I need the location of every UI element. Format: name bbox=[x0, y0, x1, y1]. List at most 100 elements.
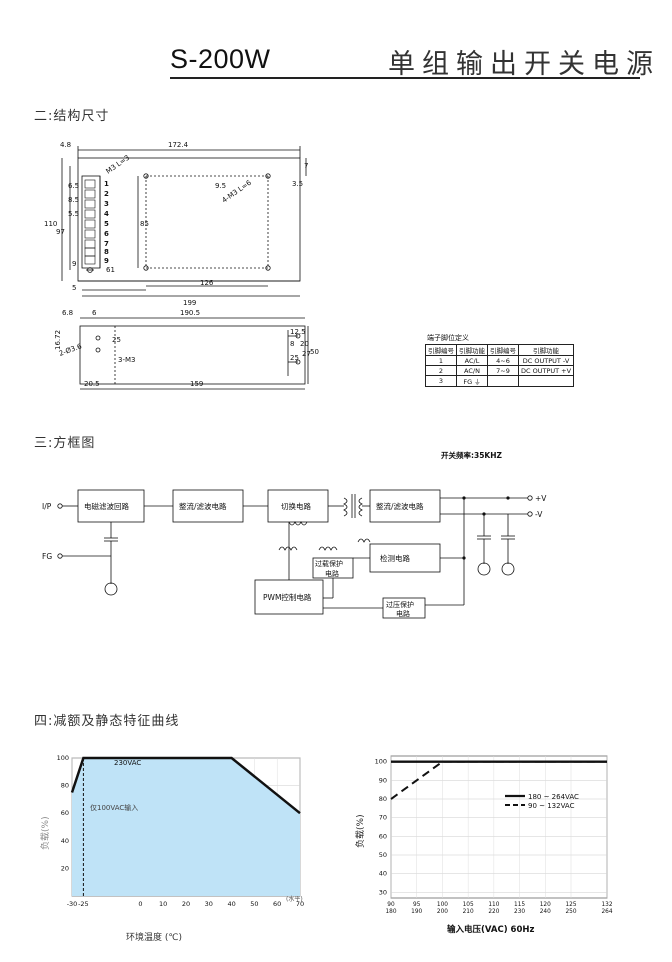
legend-label-solid: 180 ~ 264VAC bbox=[528, 793, 579, 801]
legend-label-dashed: 90 ~ 132VAC bbox=[528, 802, 575, 810]
table-header-cell: 引脚编号 bbox=[487, 344, 519, 356]
dim-m3: M3 L=3 bbox=[105, 154, 132, 176]
table-cell: AC/L bbox=[456, 355, 488, 366]
ovp-label-b: 电路 bbox=[396, 609, 410, 618]
dim-20: 20 bbox=[300, 340, 309, 348]
ocp-label-b: 电路 bbox=[325, 569, 339, 578]
terminal-8: 8 bbox=[104, 248, 109, 256]
dim-6-8: 6.8 bbox=[62, 309, 73, 317]
chart2-y-tick: 80 bbox=[379, 795, 387, 803]
top-view-drawing: 4.8 172.4 7 3.5 6.5 8.5 5.5 9.5 110 97 8… bbox=[44, 141, 308, 307]
chart2-x-tick: 105 bbox=[463, 902, 474, 908]
chart1-x-tick: 0 bbox=[138, 900, 142, 908]
chart1-y-tick: 100 bbox=[57, 754, 69, 762]
chart2-x-tick: 100 bbox=[437, 902, 448, 908]
dim-6-5: 6.5 bbox=[68, 182, 79, 190]
chart1-y-tick: 40 bbox=[61, 837, 69, 845]
chart1-y-tick: 20 bbox=[61, 864, 69, 872]
chart2-x-tick-secondary: 250 bbox=[565, 909, 576, 915]
dim-9: 9 bbox=[72, 260, 76, 268]
chart1-annotation: 仅100VAC输入 bbox=[90, 803, 138, 812]
top-view-outline bbox=[77, 157, 301, 282]
dim-20-5: 20.5 bbox=[84, 380, 100, 388]
section-block-heading: 三:方框图 bbox=[34, 436, 96, 451]
table-row: 1 AC/L 4~6 DC OUTPUT -V bbox=[425, 355, 575, 366]
ocp-label-a: 过载保护 bbox=[315, 559, 343, 568]
table-header-cell: 引脚功能 bbox=[517, 344, 575, 356]
chart2-x-tick-secondary: 210 bbox=[463, 909, 474, 915]
chart2-series-90-132 bbox=[390, 760, 607, 800]
chart2-frame bbox=[390, 755, 608, 899]
chart1-x-tick: 50 bbox=[250, 900, 258, 908]
block-diagram: I/P FG 电磁滤波回路 整流/滤波电路 切换电路 整流/滤波电路 检测电路 … bbox=[42, 489, 547, 619]
chart2-x-tick-secondary: 180 bbox=[385, 909, 396, 915]
chart1-x-tick: 40 bbox=[227, 900, 235, 908]
terminal-1: 1 bbox=[104, 180, 109, 188]
rectifier-label-2: 整流/滤波电路 bbox=[376, 501, 424, 511]
chart2-x-tick: 110 bbox=[488, 902, 499, 908]
chart1-title: 230VAC bbox=[114, 759, 141, 767]
dim-199: 199 bbox=[183, 299, 196, 307]
dim-190-5: 190.5 bbox=[180, 309, 200, 317]
chart1-x-tick: 20 bbox=[182, 900, 190, 908]
dim-50: 50 bbox=[310, 348, 319, 356]
pwm-label: PWM控制电路 bbox=[263, 592, 312, 602]
section-structure-heading: 二:结构尺寸 bbox=[34, 109, 110, 124]
side-view-drawing: 6.8 6 190.5 16.72 2-Ø3.6 25 3-M3 12.5 20… bbox=[54, 309, 319, 390]
terminal-4: 4 bbox=[104, 210, 109, 218]
pin-table-caption: 端子脚位定义 bbox=[427, 334, 469, 342]
table-cell: 1 bbox=[425, 355, 457, 366]
terminal-5: 5 bbox=[104, 220, 109, 228]
chart2-y-tick: 40 bbox=[379, 870, 387, 878]
terminal-2: 2 bbox=[104, 190, 109, 198]
detect-label: 检测电路 bbox=[380, 553, 410, 563]
chart1-x-tick: 70 bbox=[296, 900, 304, 908]
chart2-x-tick: 132 bbox=[601, 902, 612, 908]
chart2-y-tick: 90 bbox=[379, 776, 387, 784]
ovp-label-a: 过压保护 bbox=[386, 600, 414, 609]
header-rule bbox=[170, 77, 640, 79]
label-fg: FG bbox=[42, 552, 52, 561]
dim-9-5: 9.5 bbox=[215, 182, 226, 190]
table-cell: AC/N bbox=[456, 365, 488, 376]
rectifier-label-1: 整流/滤波电路 bbox=[179, 501, 227, 511]
dim-110: 110 bbox=[44, 220, 57, 228]
table-header-cell: 引脚功能 bbox=[456, 344, 488, 356]
dim-12-5: 12.5 bbox=[290, 328, 306, 336]
chart1-xlabel: 环境温度 (℃) bbox=[126, 931, 182, 943]
table-header-row: 引脚编号 引脚功能 引脚编号 引脚功能 bbox=[425, 344, 575, 356]
emi-filter-label: 电磁滤波回路 bbox=[84, 501, 129, 511]
chart2-x-tick: 120 bbox=[540, 902, 551, 908]
chart1-x-tick: 60 bbox=[273, 900, 281, 908]
dim-8-5: 8.5 bbox=[68, 196, 79, 204]
chart2-x-tick-secondary: 190 bbox=[411, 909, 422, 915]
chart2-x-tick: 125 bbox=[565, 902, 576, 908]
dim-27: 27 bbox=[302, 350, 311, 358]
chart2-x-tick: 95 bbox=[413, 902, 421, 908]
dim-6: 6 bbox=[92, 309, 97, 317]
chart2-y-tick: 30 bbox=[379, 888, 387, 896]
label-vplus: +V bbox=[535, 494, 547, 503]
document-title: 单组输出开关电源 bbox=[388, 49, 660, 80]
chart1-area bbox=[72, 758, 300, 896]
dim-4-8: 4.8 bbox=[60, 141, 71, 149]
pin-table: 引脚编号 引脚功能 引脚编号 引脚功能 1 AC/L 4~6 DC OUTPUT… bbox=[425, 344, 575, 387]
chart1-y-tick: 60 bbox=[61, 809, 69, 817]
dim-61: 61 bbox=[106, 266, 115, 274]
table-cell: 3 bbox=[425, 375, 457, 387]
dim-5: 5 bbox=[72, 284, 76, 292]
dim-97: 97 bbox=[56, 228, 65, 236]
chart2-y-tick: 60 bbox=[379, 832, 387, 840]
dim-3-5: 3.5 bbox=[292, 180, 303, 188]
chart2-y-tick: 50 bbox=[379, 851, 387, 859]
table-cell: 4~6 bbox=[487, 355, 519, 366]
label-ip: I/P bbox=[42, 502, 52, 511]
table-cell: DC OUTPUT -V bbox=[517, 355, 575, 366]
dim-172-4: 172.4 bbox=[168, 141, 189, 149]
dim-126: 126 bbox=[200, 279, 214, 287]
dim-5-5: 5.5 bbox=[68, 210, 79, 218]
dim-25: 25 bbox=[112, 336, 121, 344]
table-cell: FG ⏚ bbox=[456, 375, 488, 387]
chart1-series-230vac bbox=[70, 756, 301, 815]
